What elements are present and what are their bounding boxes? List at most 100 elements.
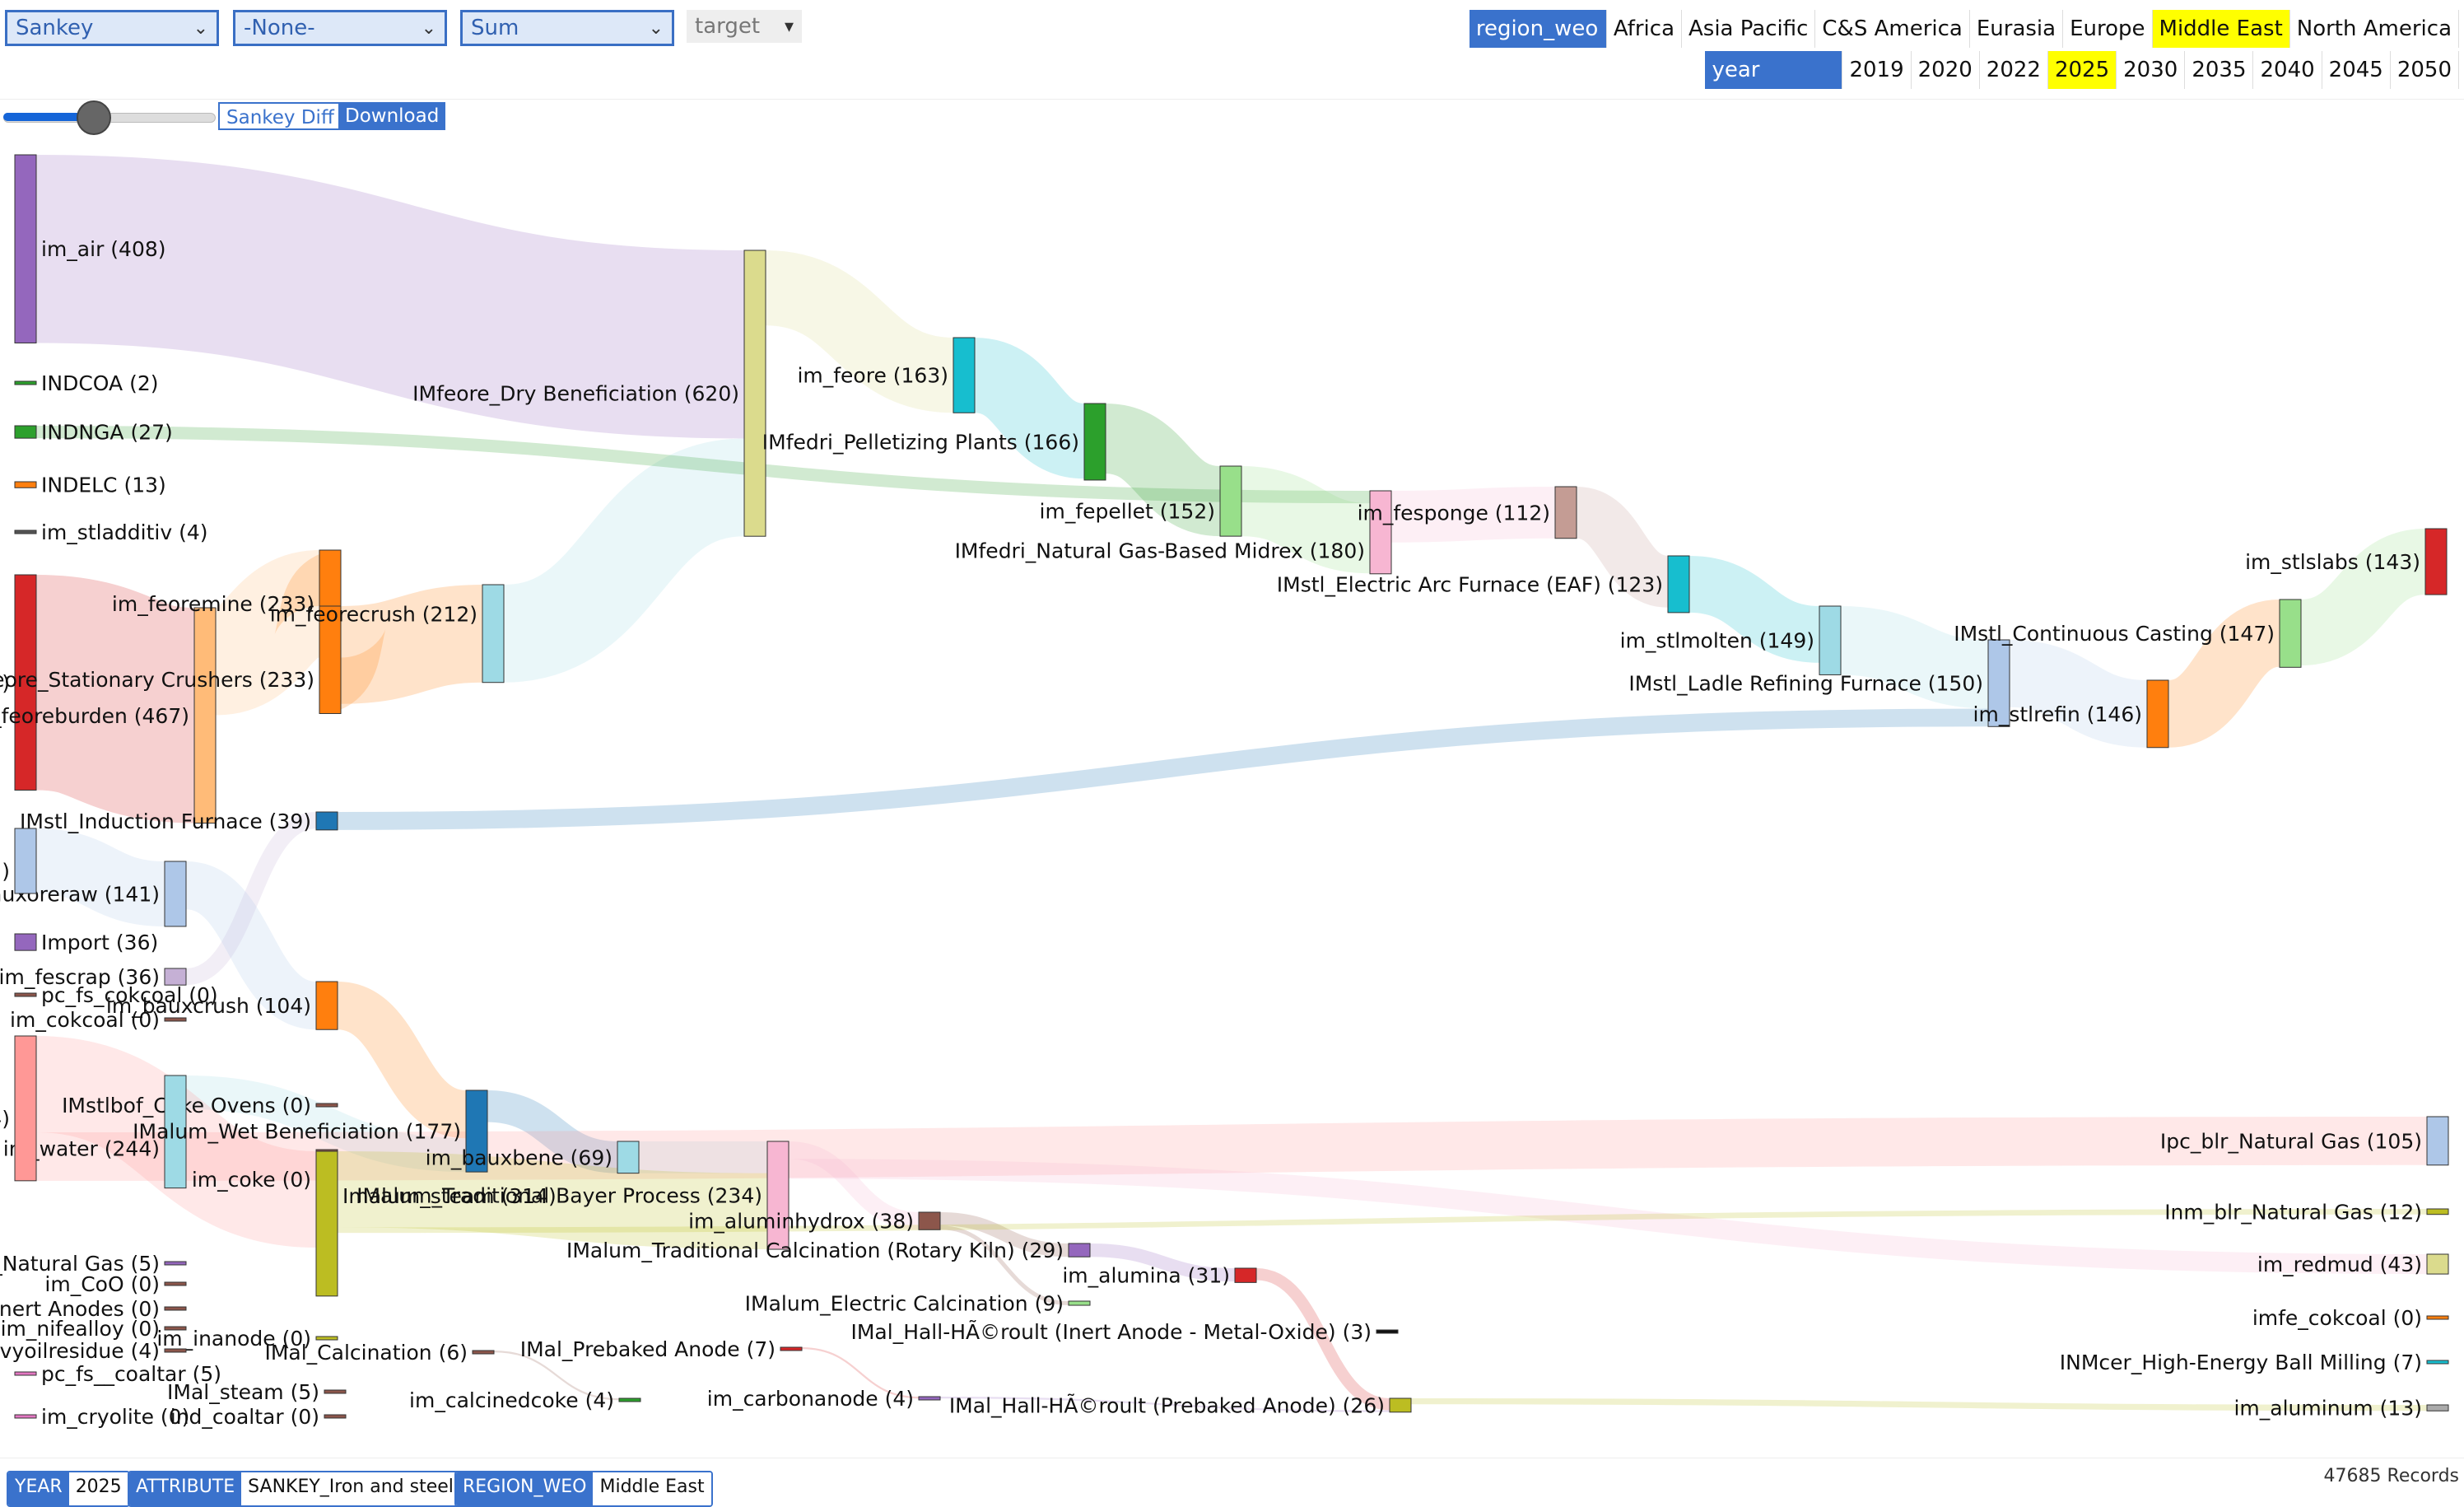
year-option-2040[interactable]: 2040 [2253,51,2322,89]
sankey-node[interactable] [319,605,342,714]
sankey-link[interactable] [764,250,955,413]
sankey-link[interactable] [1255,1268,1390,1411]
sankey-node[interactable] [14,1035,37,1182]
sankey-node[interactable] [1987,639,2010,727]
sankey-link[interactable] [337,1209,2428,1234]
sankey-node[interactable] [1234,1267,1257,1283]
region-option-africa[interactable]: Africa [1607,10,1682,48]
sankey-node[interactable] [1068,1243,1091,1257]
sankey-link[interactable] [939,1225,1069,1306]
sankey-link[interactable] [337,1151,768,1250]
download-button[interactable]: Download [338,102,446,130]
sankey-link[interactable] [493,1351,620,1401]
sankey-node[interactable] [2426,1208,2449,1215]
region-option-c-s-america[interactable]: C&S America [1815,10,1970,48]
sankey-node[interactable] [164,1017,187,1022]
sankey-link[interactable] [211,550,324,716]
sankey-node[interactable] [482,584,505,684]
sankey-link[interactable] [939,1212,1069,1257]
sankey-link[interactable] [1390,487,1556,543]
target-select[interactable]: target ▾ [687,10,802,43]
sankey-link[interactable] [1240,466,1372,574]
sankey-node[interactable] [743,250,766,537]
sankey-node[interactable] [14,530,37,534]
sankey-node[interactable] [14,1414,37,1419]
sankey-node[interactable] [14,425,37,439]
sankey-node[interactable] [14,380,37,385]
sankey-node[interactable] [14,1371,37,1376]
sankey-node[interactable] [164,1306,187,1311]
sankey-node[interactable] [14,481,37,488]
sankey-node[interactable] [1819,605,1842,675]
sankey-link[interactable] [184,861,319,1030]
sankey-node[interactable] [2426,1315,2449,1320]
sankey-node[interactable] [1369,490,1392,575]
sankey-link[interactable] [1573,487,1671,608]
sankey-link[interactable] [788,1141,920,1230]
sankey-node[interactable] [164,1075,187,1189]
sankey-node[interactable] [2146,679,2169,749]
sankey-link[interactable] [2008,640,2149,748]
sankey-link[interactable] [35,426,1371,504]
group-by-select[interactable]: -None- ⌄ [233,10,447,46]
sankey-link[interactable] [939,1397,1390,1412]
sankey-node[interactable] [1554,486,1577,539]
aggregate-select[interactable]: Sum ⌄ [460,10,674,46]
sankey-link[interactable] [801,1347,920,1399]
sankey-node[interactable] [1068,1300,1091,1306]
sankey-node[interactable] [1376,1329,1399,1334]
sankey-link[interactable] [35,828,166,926]
sankey-node[interactable] [918,1211,941,1230]
sankey-node[interactable] [14,992,37,997]
year-option-2030[interactable]: 2030 [2117,51,2186,89]
sankey-node[interactable] [618,1397,641,1402]
sankey-link[interactable] [35,1117,2428,1181]
year-option-2022[interactable]: 2022 [1980,51,2048,89]
year-option-2050[interactable]: 2050 [2391,51,2459,89]
sankey-node[interactable] [2426,1253,2449,1275]
sankey-node[interactable] [2424,528,2448,595]
sankey-node[interactable] [14,154,37,343]
sankey-node[interactable] [193,607,217,824]
year-option-2035[interactable]: 2035 [2185,51,2254,89]
sankey-node[interactable] [2426,1404,2449,1411]
sankey-link[interactable] [487,1090,618,1173]
sankey-node[interactable] [14,933,37,951]
year-option-2045[interactable]: 2045 [2322,51,2391,89]
year-option-2019[interactable]: 2019 [1842,51,1912,89]
sankey-node[interactable] [164,861,187,927]
sankey-node[interactable] [2426,1116,2449,1166]
sankey-link[interactable] [1688,556,1821,663]
chart-type-select[interactable]: Sankey ⌄ [5,10,219,46]
sankey-node[interactable] [14,574,37,791]
sankey-node[interactable] [164,1348,187,1353]
sankey-node[interactable] [14,828,37,894]
region-option-middle-east[interactable]: Middle East [2152,10,2290,48]
sankey-node[interactable] [953,337,976,413]
sankey-node[interactable] [2426,1360,2449,1365]
sankey-node[interactable] [164,1281,187,1286]
sankey-diff-button[interactable]: Sankey Diff [218,102,342,130]
sankey-node[interactable] [164,1326,187,1331]
sankey-node[interactable] [315,1150,338,1297]
sankey-link[interactable] [788,1159,2428,1275]
sankey-node[interactable] [780,1346,803,1351]
region-option-north-america[interactable]: North America [2290,10,2459,48]
sankey-link[interactable] [33,575,198,823]
sankey-node[interactable] [315,1336,338,1341]
sankey-node[interactable] [1083,403,1106,481]
sankey-link[interactable] [185,1075,467,1173]
sankey-link[interactable] [35,155,745,439]
sankey-link[interactable] [971,338,1088,479]
sankey-node[interactable] [472,1350,495,1355]
sankey-node[interactable] [2279,599,2302,668]
sankey-link[interactable] [2165,600,2283,748]
sankey-link[interactable] [1089,1243,1236,1282]
sankey-node[interactable] [617,1141,640,1174]
sankey-node[interactable] [164,1261,187,1266]
sankey-link[interactable] [184,812,318,986]
region-option-asia-pacific[interactable]: Asia Pacific [1682,10,1816,48]
region-option-eurasia[interactable]: Eurasia [1970,10,2064,48]
